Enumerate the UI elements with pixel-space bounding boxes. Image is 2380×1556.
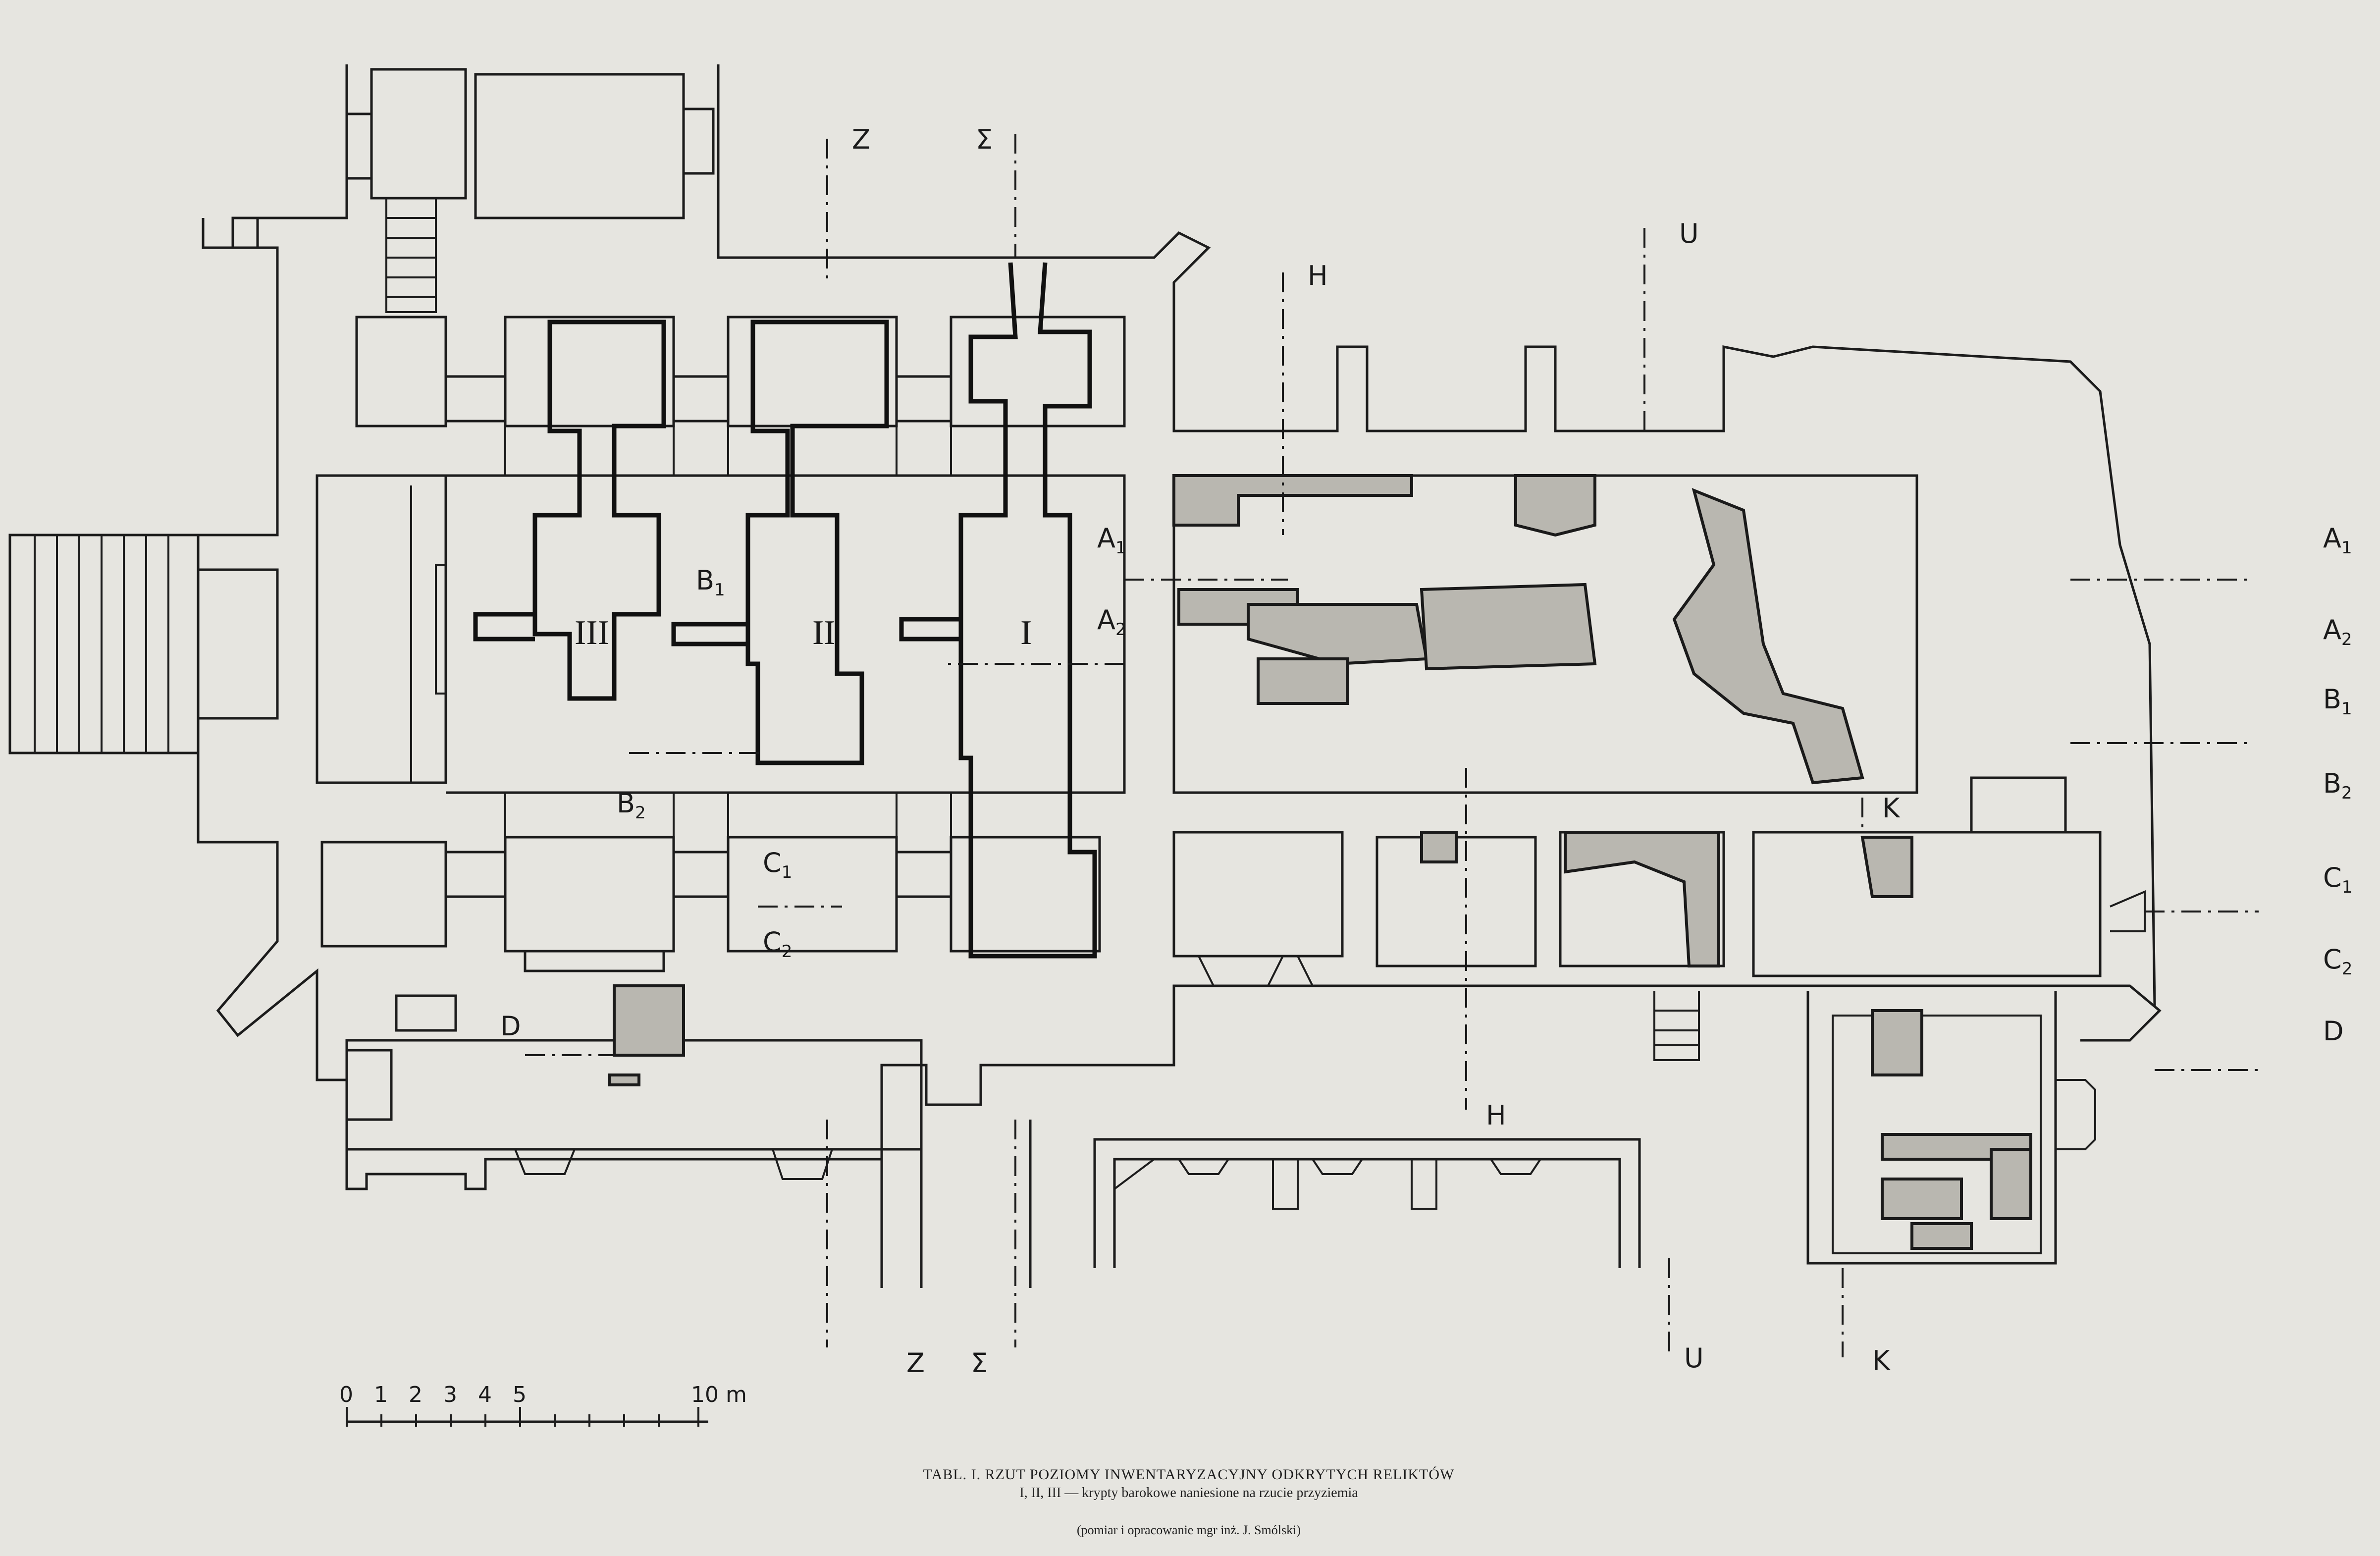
- section-c1-left: C1: [763, 847, 792, 882]
- caption-title: TABL. I. RZUT POZIOMY INWENTARYZACYJNY O…: [923, 1466, 1455, 1483]
- section-a1-right: A1: [2323, 523, 2352, 558]
- scale-5: 5: [513, 1382, 527, 1407]
- scale-3: 3: [443, 1382, 457, 1407]
- excavated-relics: [608, 474, 2032, 1250]
- section-lines: [525, 134, 2259, 1357]
- section-a2-right: A2: [2323, 614, 2352, 649]
- crypt-one-label: I: [1020, 614, 1032, 652]
- section-b2-right: B2: [2323, 768, 2352, 803]
- plate-caption: TABL. I. RZUT POZIOMY INWENTARYZACYJNY O…: [743, 1466, 1635, 1538]
- east-wing: [1172, 474, 2146, 1265]
- section-z-bottom: Z: [906, 1347, 925, 1379]
- section-a2-left: A2: [1097, 604, 1126, 640]
- south-aisle: [345, 994, 1032, 1288]
- section-c2-left: C2: [763, 926, 792, 962]
- scale-0: 0: [339, 1382, 353, 1407]
- scale-2: 2: [409, 1382, 423, 1407]
- south-chapels: [320, 836, 1101, 972]
- section-e-top: Σ: [976, 124, 993, 155]
- section-e-bottom: Σ: [971, 1347, 988, 1379]
- scale-1: 1: [374, 1382, 388, 1407]
- section-d-left: D: [500, 1011, 521, 1042]
- section-d-right: D: [2323, 1016, 2344, 1047]
- section-k-bottom: K: [1872, 1345, 1891, 1376]
- crypt-one: [899, 262, 1097, 959]
- scale-10m: 10 m: [691, 1382, 747, 1407]
- section-k-top: K: [1882, 793, 1901, 824]
- section-z-top: Z: [852, 124, 870, 155]
- scale-4: 4: [478, 1382, 492, 1407]
- scale-bar: 0 1 2 3 4 5 10 m: [339, 1382, 747, 1427]
- section-b1-right: B1: [2323, 684, 2352, 719]
- north-annex: [202, 68, 715, 313]
- nave: [316, 426, 1126, 837]
- section-markers: A1 A2 A1 A2 B1 B2 B1 B2 C1 C2 C1 C2 D D …: [500, 124, 2352, 1379]
- crypt-two: [671, 320, 889, 765]
- crypt-three-label: III: [575, 614, 609, 652]
- caption-subtitle: I, II, III — krypty barokowe naniesione …: [1019, 1485, 1358, 1501]
- section-u-top: U: [1679, 218, 1699, 249]
- front-staircase: [8, 534, 279, 754]
- crypt-three: [473, 320, 666, 701]
- caption-credit: (pomiar i opracowanie mgr inż. J. Smólsk…: [1076, 1523, 1301, 1537]
- section-a1-left: A1: [1097, 523, 1126, 558]
- north-chapels: [355, 316, 1126, 428]
- section-b2-left: B2: [617, 788, 646, 823]
- section-c1-right: C1: [2323, 862, 2352, 897]
- section-c2-right: C2: [2323, 944, 2352, 979]
- section-h-top: H: [1308, 260, 1328, 291]
- crypt-two-label: II: [812, 614, 836, 652]
- building-outline: [197, 64, 2162, 1190]
- lower-arcade: [1093, 1138, 1641, 1268]
- section-h-bottom: H: [1486, 1100, 1506, 1131]
- section-u-bottom: U: [1684, 1342, 1704, 1374]
- section-b1-left: B1: [696, 565, 725, 600]
